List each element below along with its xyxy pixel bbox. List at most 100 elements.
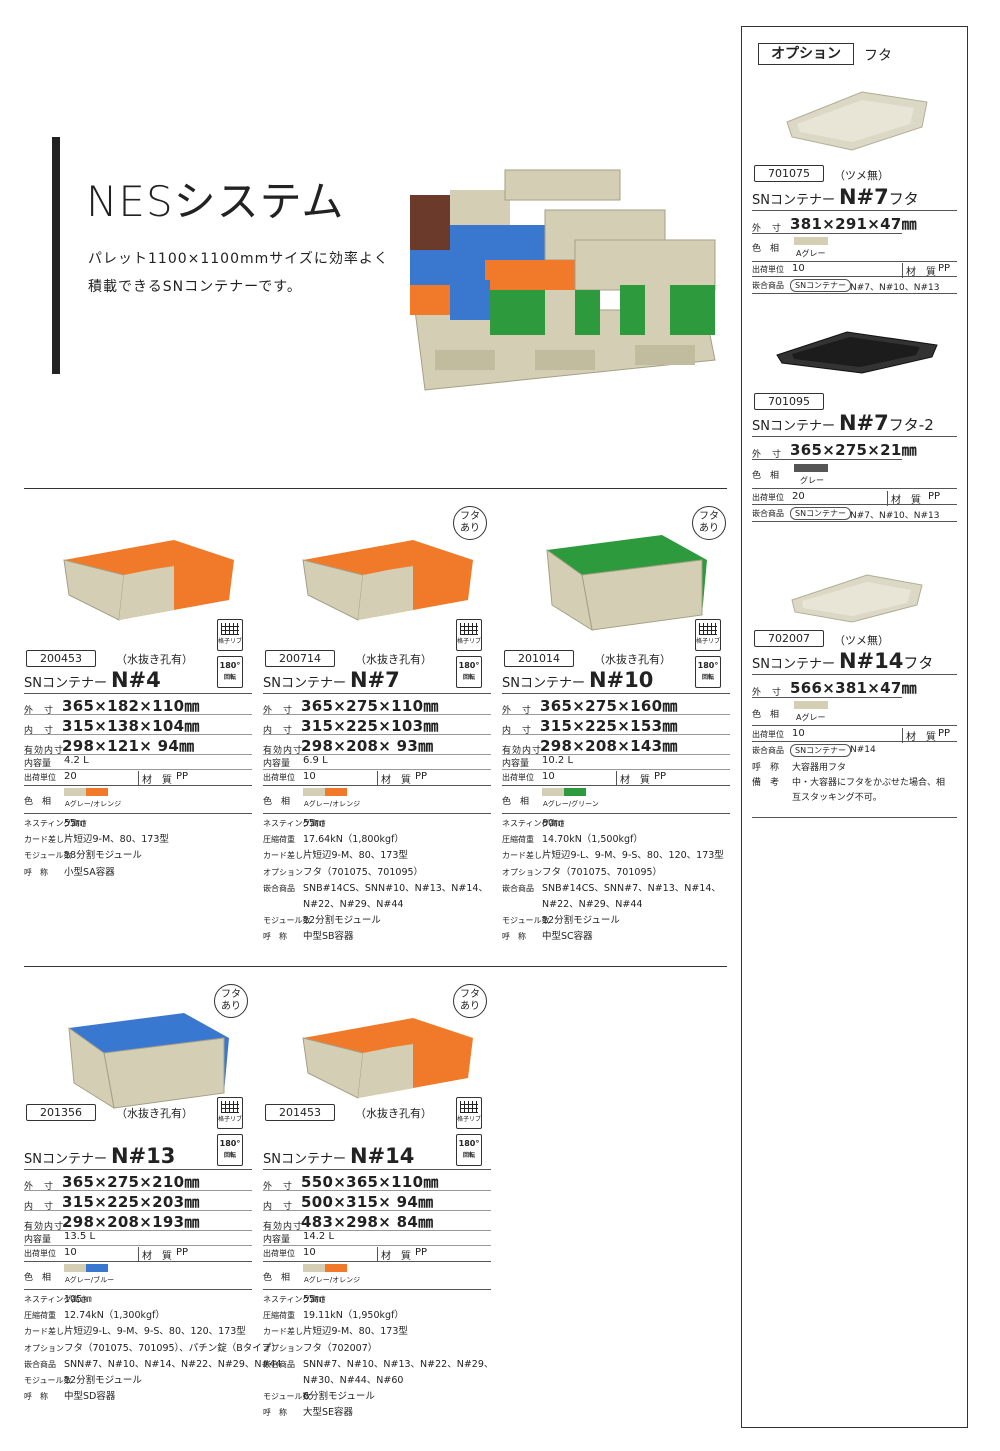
dim-outer: 365×275×210㎜ xyxy=(62,1173,200,1191)
dim-outer: 365×275×110㎜ xyxy=(301,697,439,715)
spec-row: カード差し片短辺9-L、9-M、9-S、80、120、173型 xyxy=(24,1326,246,1338)
spec-row: カード差し片短辺9-L、9-M、9-S、80、120、173型 xyxy=(502,850,724,862)
product-code: 200714 xyxy=(265,650,335,667)
spec-row: N#22、N#29、N#44 xyxy=(542,899,643,911)
page-title: NESシステム xyxy=(86,177,345,226)
sidebar-note-1: （ツメ無） xyxy=(834,169,889,182)
spec-row: カード差し片短辺9-M、80、173型 xyxy=(263,850,408,862)
color-swatch xyxy=(64,1264,108,1272)
sidebar-swatch-2 xyxy=(794,464,828,472)
drain-note: （水抜き孔有） xyxy=(355,1107,432,1120)
spec-row: ネスティング高さ80㎜ xyxy=(502,818,566,829)
dim-inner: 315×225×103㎜ xyxy=(301,717,439,735)
spec-row: オプションフタ（701075、701095）、パチン錠（Bタイプ） xyxy=(24,1342,281,1354)
product-image-201014 xyxy=(522,520,722,639)
spec-row: ネスティング高さ105㎜ xyxy=(24,1294,92,1305)
spec-row: 呼 称中型SC容器 xyxy=(502,931,593,943)
sidebar-code-701075: 701075 xyxy=(754,165,824,182)
grid-rib-icon: 格子リブ xyxy=(695,619,721,651)
page-desc-1: パレット1100×1100mmサイズに効率よく xyxy=(88,251,389,267)
sidebar-code-702007: 702007 xyxy=(754,630,824,647)
drain-note: （水抜き孔有） xyxy=(594,653,671,666)
spec-row: 呼 称大型SE容器 xyxy=(263,1407,354,1419)
section-divider-2 xyxy=(24,966,727,967)
product-image-201453 xyxy=(283,998,483,1117)
dim-effective: 298×208×193㎜ xyxy=(62,1213,200,1231)
sidebar-code-701095: 701095 xyxy=(754,393,824,410)
futa-badge: フタあり xyxy=(692,506,726,540)
rotate-180-icon: 180°回転 xyxy=(695,656,721,688)
drain-note: （水抜き孔有） xyxy=(116,653,193,666)
sidebar-swatch-3 xyxy=(794,701,828,709)
spec-row: モジュール数12分割モジュール xyxy=(263,915,381,927)
spec-row: カード差し片短辺9-M、80、173型 xyxy=(263,1326,408,1338)
lid-image-702007 xyxy=(791,574,923,623)
product-code: 201453 xyxy=(265,1104,335,1121)
color-swatch xyxy=(542,788,586,796)
sidebar-outer-3: 566×381×47㎜ xyxy=(790,679,917,697)
lid-image-701075 xyxy=(786,91,928,151)
dim-outer: 365×275×160㎜ xyxy=(540,697,678,715)
product-image-200714 xyxy=(283,520,483,639)
spec-row: オプションフタ（701075、701095） xyxy=(263,866,424,878)
spec-row: ネスティング高さ55㎜ xyxy=(263,818,327,829)
dim-effective: 483×298× 84㎜ xyxy=(301,1213,434,1231)
spec-row: N#22、N#29、N#44 xyxy=(303,899,404,911)
grid-rib-icon: 格子リブ xyxy=(217,1097,243,1129)
spec-row: カード差し片短辺9-M、80、173型 xyxy=(24,834,169,846)
dim-inner: 500×315× 94㎜ xyxy=(301,1193,434,1211)
dim-inner: 315×138×104㎜ xyxy=(62,717,200,735)
futa-badge: フタあり xyxy=(214,984,248,1018)
product-image-201356 xyxy=(44,998,244,1117)
drain-note: （水抜き孔有） xyxy=(116,1107,193,1120)
sidebar-swatch-1 xyxy=(794,237,828,245)
page-desc-2: 積載できるSNコンテナーです。 xyxy=(88,279,302,295)
section-divider-1 xyxy=(24,488,727,489)
spec-row: オプションフタ（701075、701095） xyxy=(502,866,663,878)
rotate-180-icon: 180°回転 xyxy=(456,656,482,688)
sidebar-outer-1: 381×291×47㎜ xyxy=(790,215,917,233)
spec-row: モジュール数12分割モジュール xyxy=(502,915,620,927)
title-bar-accent xyxy=(52,137,60,374)
spec-row: ネスティング高さ55㎜ xyxy=(263,1294,327,1305)
grid-rib-icon: 格子リブ xyxy=(456,619,482,651)
spec-row: 呼 称中型SD容器 xyxy=(24,1391,116,1403)
sidebar-outer-2: 365×275×21㎜ xyxy=(790,441,917,459)
spec-row: オプションフタ（702007） xyxy=(263,1342,378,1354)
dim-outer: 365×182×110㎜ xyxy=(62,697,200,715)
color-swatch xyxy=(64,788,108,796)
grid-rib-icon: 格子リブ xyxy=(217,619,243,651)
dim-inner: 315×225×153㎜ xyxy=(540,717,678,735)
grid-rib-icon: 格子リブ xyxy=(456,1097,482,1129)
hero-pallet-image xyxy=(410,169,716,391)
spec-row: 呼 称中型SB容器 xyxy=(263,931,354,943)
lid-image-701095 xyxy=(776,331,938,374)
option-label: オプション xyxy=(758,43,854,65)
dim-effective: 298×121× 94㎜ xyxy=(62,737,195,755)
rotate-180-icon: 180°回転 xyxy=(217,656,243,688)
